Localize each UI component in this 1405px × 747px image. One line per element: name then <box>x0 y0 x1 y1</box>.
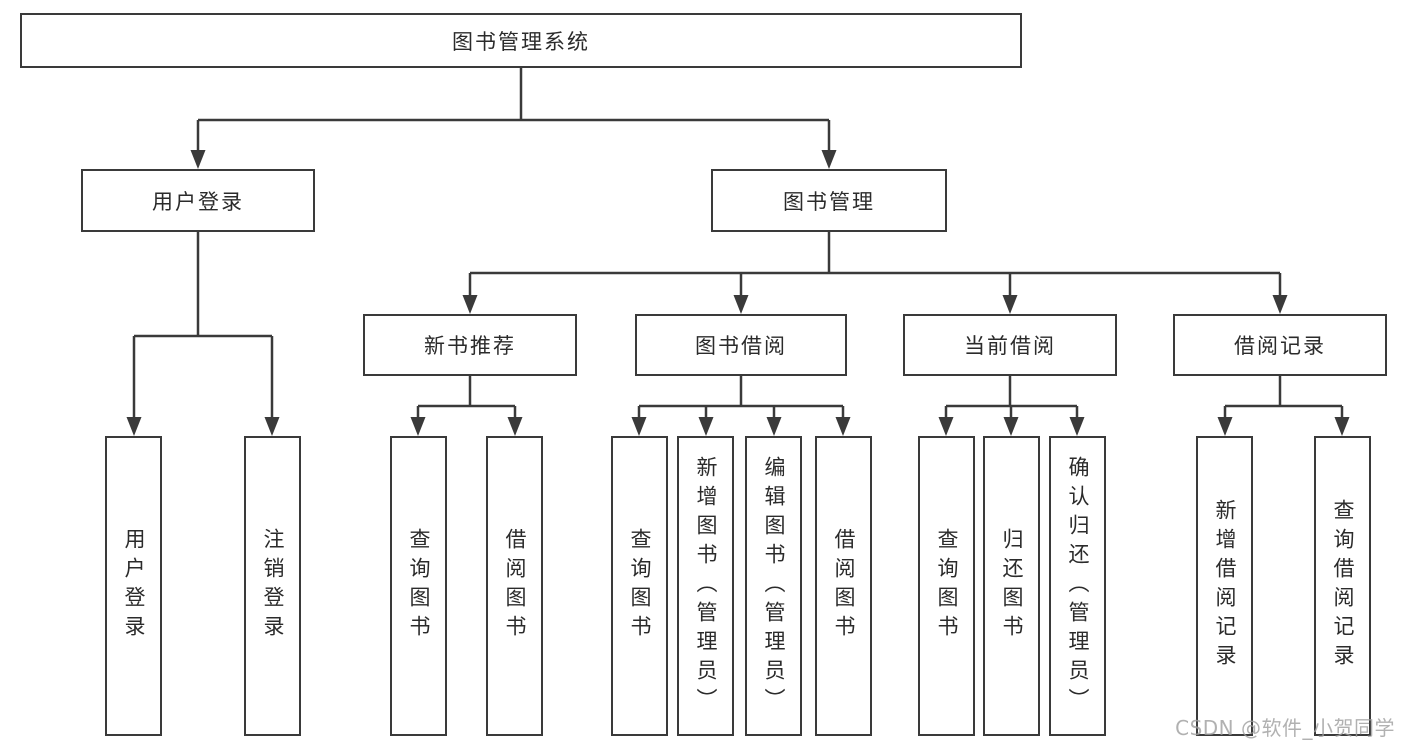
node-new-book-recommendation: 新书推荐 <box>363 314 577 376</box>
arrowheads <box>126 150 1350 436</box>
leaf-logout-label: 注销登录 <box>261 528 285 644</box>
node-current-borrowing: 当前借阅 <box>903 314 1117 376</box>
leaf-edit-book-admin-label: 编辑图书（管理员） <box>762 455 786 717</box>
leaf-return-books-label: 归还图书 <box>1000 528 1024 644</box>
leaf-edit-book-admin: 编辑图书（管理员） <box>745 436 802 736</box>
leaf-search-books-current: 查询图书 <box>918 436 975 736</box>
leaf-search-borrow-record-label: 查询借阅记录 <box>1331 499 1355 673</box>
leaf-add-borrow-record-label: 新增借阅记录 <box>1213 499 1237 673</box>
node-user-login: 用户登录 <box>81 169 315 232</box>
node-book-management: 图书管理 <box>711 169 947 232</box>
leaf-borrow-books-recommend-label: 借阅图书 <box>503 528 527 644</box>
node-borrowing-records: 借阅记录 <box>1173 314 1387 376</box>
node-book-borrowing: 图书借阅 <box>635 314 847 376</box>
leaf-search-books-borrow-label: 查询图书 <box>628 528 652 644</box>
node-library-management-system: 图书管理系统 <box>20 13 1022 68</box>
leaf-confirm-return-admin: 确认归还（管理员） <box>1049 436 1106 736</box>
leaf-borrow-books-label: 借阅图书 <box>832 528 856 644</box>
leaf-return-books: 归还图书 <box>983 436 1040 736</box>
csdn-watermark: CSDN @软件_小贺同学 <box>1175 716 1395 740</box>
leaf-add-book-admin-label: 新增图书（管理员） <box>694 455 718 717</box>
leaf-logout: 注销登录 <box>244 436 301 736</box>
leaf-user-login-label: 用户登录 <box>122 528 146 644</box>
leaf-user-login: 用户登录 <box>105 436 162 736</box>
leaf-search-books-recommend: 查询图书 <box>390 436 447 736</box>
leaf-search-books-borrow: 查询图书 <box>611 436 668 736</box>
leaf-add-book-admin: 新增图书（管理员） <box>677 436 734 736</box>
leaf-search-books-recommend-label: 查询图书 <box>407 528 431 644</box>
leaf-confirm-return-admin-label: 确认归还（管理员） <box>1066 455 1090 717</box>
leaf-add-borrow-record: 新增借阅记录 <box>1196 436 1253 736</box>
leaf-borrow-books-recommend: 借阅图书 <box>486 436 543 736</box>
leaf-search-books-current-label: 查询图书 <box>935 528 959 644</box>
leaf-borrow-books: 借阅图书 <box>815 436 872 736</box>
leaf-search-borrow-record: 查询借阅记录 <box>1314 436 1371 736</box>
